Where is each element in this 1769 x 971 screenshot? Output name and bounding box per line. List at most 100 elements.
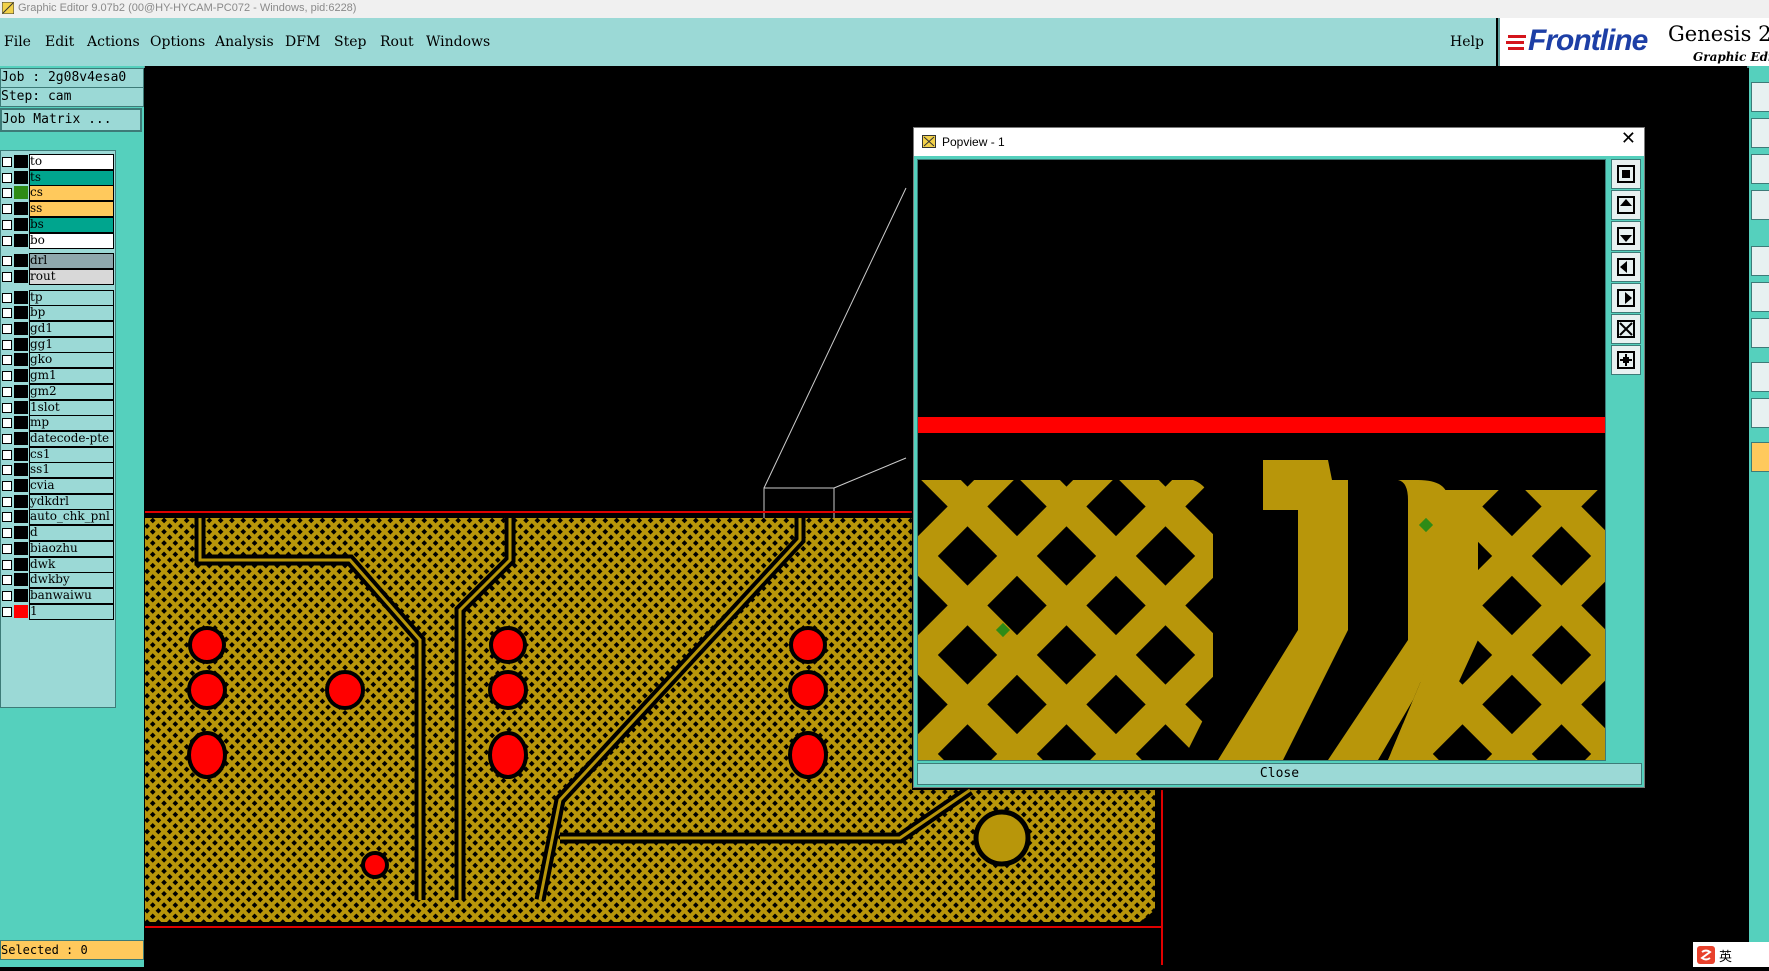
- layer-name[interactable]: auto_chk_pnl: [29, 509, 114, 526]
- layer-name[interactable]: gm1: [29, 368, 114, 385]
- layer-row-cs[interactable]: cs: [1, 185, 115, 202]
- layer-row-datecode-pte[interactable]: datecode-pte: [1, 430, 115, 447]
- layer-color-swatch[interactable]: [14, 510, 28, 524]
- popview-canvas[interactable]: [917, 159, 1606, 761]
- menu-edit[interactable]: Edit: [45, 34, 75, 50]
- layer-checkbox[interactable]: [2, 271, 12, 282]
- layer-name[interactable]: gm2: [29, 383, 114, 400]
- layer-name[interactable]: dwkby: [29, 572, 114, 589]
- layer-row-ss1[interactable]: ss1: [1, 462, 115, 479]
- layer-color-swatch[interactable]: [14, 337, 28, 351]
- menu-step[interactable]: Step: [334, 34, 367, 50]
- layer-color-swatch[interactable]: [14, 463, 28, 477]
- layer-row-bp[interactable]: bp: [1, 305, 115, 322]
- layer-color-swatch[interactable]: [14, 573, 28, 587]
- layer-name[interactable]: datecode-pte: [29, 430, 114, 447]
- menu-file[interactable]: File: [4, 34, 31, 50]
- layer-checkbox[interactable]: [2, 606, 12, 617]
- layer-name[interactable]: banwaiwu: [29, 587, 114, 604]
- layer-color-swatch[interactable]: [14, 479, 28, 492]
- tool-button[interactable]: [1751, 282, 1769, 312]
- layer-color-swatch[interactable]: [14, 322, 28, 335]
- tool-button[interactable]: [1751, 362, 1769, 392]
- layer-name[interactable]: drl: [29, 253, 114, 270]
- layer-name[interactable]: cvia: [29, 478, 114, 494]
- layer-color-swatch[interactable]: [14, 290, 28, 304]
- popview-pan-left-button[interactable]: [1611, 252, 1641, 282]
- layer-checkbox[interactable]: [2, 308, 12, 319]
- layer-color-swatch[interactable]: [14, 447, 28, 461]
- popview-center-button[interactable]: [1611, 345, 1641, 375]
- layer-checkbox[interactable]: [2, 465, 12, 476]
- layer-color-swatch[interactable]: [14, 541, 28, 555]
- layer-name[interactable]: bp: [29, 305, 114, 322]
- layer-color-swatch[interactable]: [14, 202, 28, 216]
- layer-row-1slot[interactable]: 1slot: [1, 399, 115, 416]
- tool-button[interactable]: [1751, 318, 1769, 348]
- layer-checkbox[interactable]: [2, 324, 12, 334]
- layer-checkbox[interactable]: [2, 204, 12, 215]
- layer-color-swatch[interactable]: [14, 494, 28, 508]
- layer-checkbox[interactable]: [2, 402, 12, 413]
- layer-name[interactable]: 1: [29, 603, 114, 620]
- layer-row-auto_chk_pnl[interactable]: auto_chk_pnl: [1, 509, 115, 526]
- layer-name[interactable]: biaozhu: [29, 540, 114, 557]
- layer-row-bs[interactable]: bs: [1, 216, 115, 233]
- layer-row-1[interactable]: 1: [1, 603, 115, 620]
- layer-checkbox[interactable]: [2, 433, 12, 444]
- menu-dfm[interactable]: DFM: [285, 34, 321, 50]
- layer-color-swatch[interactable]: [14, 369, 28, 383]
- layer-color-swatch[interactable]: [14, 400, 28, 414]
- layer-row-gko[interactable]: gko: [1, 352, 115, 369]
- layer-name[interactable]: dwk: [29, 556, 114, 573]
- layer-checkbox[interactable]: [2, 481, 12, 491]
- layer-name[interactable]: ydkdrl: [29, 493, 114, 510]
- layer-color-swatch[interactable]: [14, 431, 28, 445]
- layer-name[interactable]: 1slot: [29, 399, 114, 416]
- layer-name[interactable]: rout: [29, 268, 114, 285]
- popview-pan-right-button[interactable]: [1611, 283, 1641, 313]
- tool-button[interactable]: [1751, 246, 1769, 276]
- popview-close-icon[interactable]: ✕: [1620, 128, 1636, 148]
- layer-row-bo[interactable]: bo: [1, 232, 115, 249]
- layer-row-ss[interactable]: ss: [1, 201, 115, 218]
- layer-name[interactable]: cs: [29, 185, 114, 202]
- layer-checkbox[interactable]: [2, 449, 12, 460]
- layer-name[interactable]: mp: [29, 415, 114, 432]
- layer-checkbox[interactable]: [2, 256, 12, 267]
- ime-icon[interactable]: [1697, 946, 1715, 964]
- layer-checkbox[interactable]: [2, 559, 12, 570]
- layer-color-swatch[interactable]: [14, 384, 28, 398]
- layer-checkbox[interactable]: [2, 528, 12, 539]
- tool-button[interactable]: [1751, 398, 1769, 428]
- layer-color-swatch[interactable]: [14, 155, 28, 168]
- layer-row-gm1[interactable]: gm1: [1, 368, 115, 385]
- popview-zoom-button[interactable]: [1611, 159, 1641, 189]
- layer-color-swatch[interactable]: [14, 170, 28, 184]
- tool-button[interactable]: [1751, 82, 1769, 112]
- layer-checkbox[interactable]: [2, 575, 12, 586]
- layer-checkbox[interactable]: [2, 172, 12, 183]
- layer-row-gm2[interactable]: gm2: [1, 383, 115, 400]
- layer-checkbox[interactable]: [2, 219, 12, 230]
- layer-checkbox[interactable]: [2, 355, 12, 366]
- popview-pan-up-button[interactable]: [1611, 190, 1641, 220]
- layer-checkbox[interactable]: [2, 590, 12, 601]
- layer-row-tp[interactable]: tp: [1, 289, 115, 306]
- layer-row-cs1[interactable]: cs1: [1, 446, 115, 463]
- layer-checkbox[interactable]: [2, 371, 12, 382]
- layer-row-rout[interactable]: rout: [1, 268, 115, 285]
- layer-row-dwk[interactable]: dwk: [1, 556, 115, 573]
- layer-row-ts[interactable]: ts: [1, 169, 115, 186]
- layer-checkbox[interactable]: [2, 292, 12, 303]
- layer-row-dwkby[interactable]: dwkby: [1, 572, 115, 589]
- layer-color-swatch[interactable]: [14, 353, 28, 367]
- layer-row-cvia[interactable]: cvia: [1, 478, 115, 494]
- layer-color-swatch[interactable]: [14, 217, 28, 231]
- popview-pan-down-button[interactable]: [1611, 221, 1641, 251]
- layer-color-swatch[interactable]: [14, 588, 28, 602]
- menu-windows[interactable]: Windows: [426, 34, 491, 50]
- layer-name[interactable]: gko: [29, 352, 114, 369]
- layer-row-banwaiwu[interactable]: banwaiwu: [1, 587, 115, 604]
- layer-checkbox[interactable]: [2, 188, 12, 199]
